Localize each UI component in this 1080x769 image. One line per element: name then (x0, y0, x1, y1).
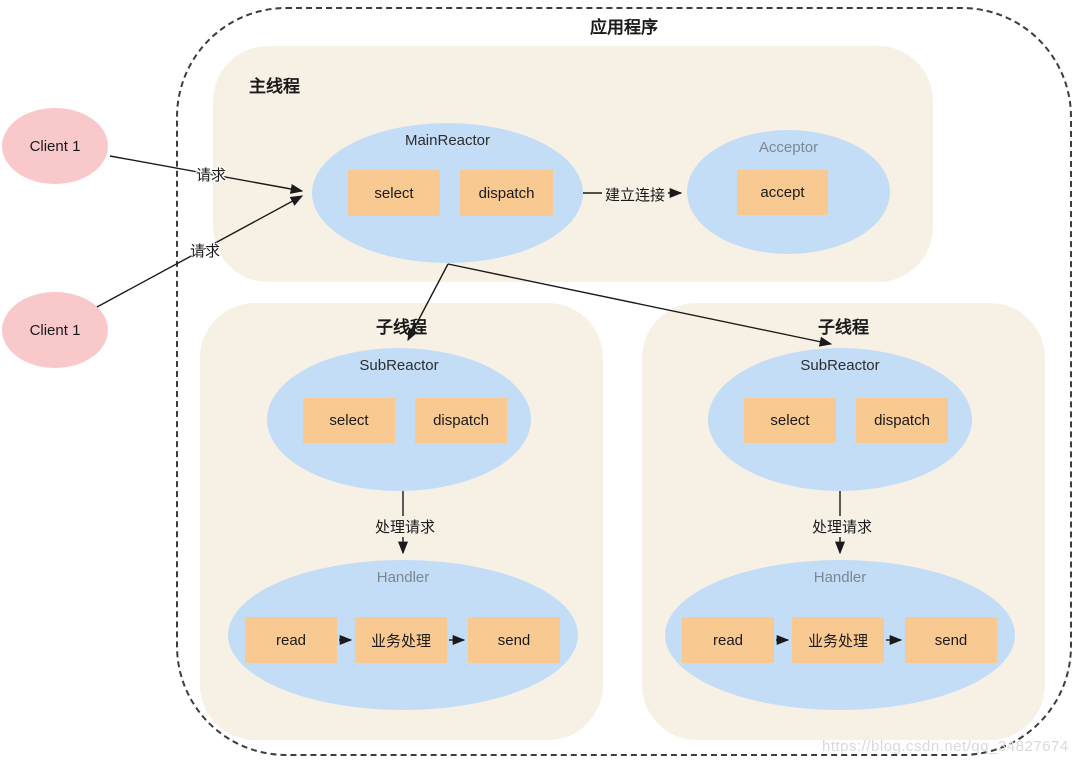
main-reactor-node: MainReactor select dispatch (312, 123, 583, 263)
handler-left-read-box: read (245, 617, 337, 663)
edge-label-establish-connection: 建立连接 (602, 184, 669, 205)
edge-label-handle-request-left: 处理请求 (372, 516, 439, 537)
edge-label-handle-request-right: 处理请求 (809, 516, 876, 537)
sub-reactor-left-dispatch-box: dispatch (415, 398, 507, 443)
sub-reactor-right-title: SubReactor (800, 357, 880, 374)
handler-left-send-box: send (468, 617, 560, 663)
sub-reactor-node-left: SubReactor select dispatch (267, 348, 531, 491)
sub-reactor-left-select-box: select (303, 398, 395, 443)
sub-reactor-right-select-box: select (744, 398, 836, 443)
main-reactor-select-box: select (348, 170, 440, 216)
sub-reactor-left-title: SubReactor (359, 357, 439, 374)
main-reactor-title: MainReactor (404, 132, 491, 149)
application-title: 应用程序 (590, 18, 658, 37)
watermark-url: https://blog.csdn.net/qq_34827674 (822, 738, 1069, 755)
main-thread-title: 主线程 (249, 77, 300, 96)
application-boundary: 应用程序 (176, 7, 1072, 756)
client-node-2: Client 1 (2, 292, 108, 368)
edge-label-request-2: 请求 (190, 243, 221, 260)
handler-left-title: Handler (376, 569, 430, 586)
handler-right-send-box: send (905, 617, 997, 663)
client-1-label: Client 1 (29, 137, 81, 155)
sub-reactor-right-dispatch-box: dispatch (856, 398, 948, 443)
client-node-1: Client 1 (2, 108, 108, 184)
client-2-label: Client 1 (29, 321, 81, 339)
acceptor-accept-box: accept (737, 170, 828, 215)
acceptor-title: Acceptor (758, 139, 819, 156)
main-reactor-dispatch-box: dispatch (460, 170, 553, 216)
handler-node-right: Handler read 业务处理 send (665, 560, 1015, 710)
handler-right-read-box: read (682, 617, 774, 663)
handler-node-left: Handler read 业务处理 send (228, 560, 578, 710)
sub-thread-right-title: 子线程 (818, 318, 869, 337)
handler-right-title: Handler (813, 569, 867, 586)
handler-right-business-box: 业务处理 (792, 617, 884, 663)
edge-label-request-1: 请求 (196, 167, 227, 184)
acceptor-node: Acceptor accept (687, 130, 890, 254)
sub-reactor-node-right: SubReactor select dispatch (708, 348, 972, 491)
handler-left-business-box: 业务处理 (355, 617, 447, 663)
sub-thread-left-title: 子线程 (376, 318, 427, 337)
